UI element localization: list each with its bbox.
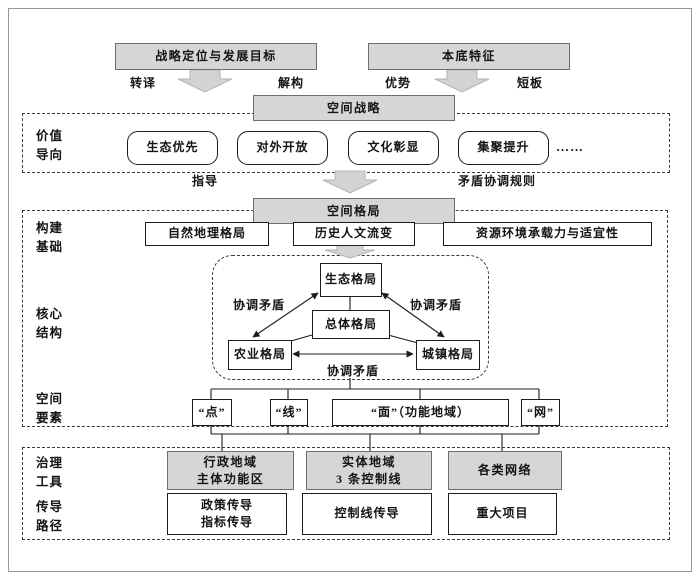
strategy-goal-box: 战略定位与发展目标 (115, 43, 317, 70)
basis-item-label: 自然地理格局 (167, 226, 246, 241)
urban-pattern-label: 城镇格局 (421, 347, 474, 362)
path-policy-label: 政策传导 指标传导 (200, 497, 253, 529)
coord-contradiction-left-label: 协调矛盾 (233, 298, 286, 312)
down-arrow-icon (177, 69, 233, 93)
path-box-policy: 政策传导 指标传导 (167, 493, 287, 535)
value-item-box: 文化彰显 (348, 131, 439, 165)
path-box-controlline: 控制线传导 (302, 493, 432, 535)
tool-networks-label: 各类网络 (477, 463, 532, 478)
outer-border (8, 8, 692, 572)
agri-pattern-box: 农业格局 (228, 340, 292, 370)
tool-entity-label: 实体地域 3 条控制线 (335, 454, 402, 486)
value-orientation-row-label: 价值 导向 (36, 129, 64, 163)
path-projects-label: 重大项目 (476, 506, 529, 521)
coord-contradiction-right-label: 协调矛盾 (410, 298, 463, 312)
spatial-pattern-label: 空间格局 (326, 203, 381, 218)
tools-row-label: 治理 工具 (36, 456, 64, 490)
baseline-feature-box: 本底特征 (368, 43, 570, 70)
path-controlline-label: 控制线传导 (334, 506, 400, 521)
urban-pattern-box: 城镇格局 (416, 340, 480, 370)
element-point-box: “点” (192, 399, 232, 426)
tool-admin-label: 行政地域 主体功能区 (196, 454, 265, 486)
paths-row-label: 传导 路径 (36, 500, 64, 534)
shortcoming-label: 短板 (517, 76, 544, 90)
eco-agri-arrow (252, 292, 319, 338)
spatial-strategy-box: 空间战略 (253, 95, 455, 121)
basis-item-box: 资源环境承载力与适宜性 (443, 222, 652, 246)
element-point-label: “点” (198, 404, 226, 419)
basis-item-box: 历史人文流变 (293, 222, 415, 246)
tool-box-networks: 各类网络 (448, 451, 562, 490)
spatial-pattern-box: 空间格局 (253, 198, 455, 224)
element-network-label: “网” (526, 404, 554, 419)
value-item-label: 对外开放 (256, 140, 309, 155)
tool-box-entity: 实体地域 3 条控制线 (306, 451, 432, 490)
baseline-feature-label: 本底特征 (441, 49, 496, 64)
value-item-label: 文化彰显 (367, 140, 420, 155)
overall-urban-link (387, 334, 419, 344)
advantage-label: 优势 (385, 76, 412, 90)
tool-box-admin: 行政地域 主体功能区 (167, 451, 294, 490)
eco-urban-arrow (381, 292, 445, 338)
coord-contradiction-bottom-label: 协调矛盾 (327, 364, 380, 378)
basis-row-label: 构建 基础 (36, 221, 64, 255)
eco-pattern-box: 生态格局 (320, 263, 382, 297)
element-line-box: “线” (270, 399, 308, 426)
elements-row-label: 空间 要素 (36, 392, 64, 426)
core-row-label: 核心 结构 (36, 307, 64, 341)
path-box-projects: 重大项目 (448, 493, 557, 535)
down-arrow-icon (322, 170, 378, 194)
translate-label: 转译 (130, 76, 157, 90)
strategy-goal-label: 战略定位与发展目标 (155, 49, 277, 64)
conflict-rule-label: 矛盾协调规则 (458, 174, 537, 188)
element-line-label: “线” (275, 404, 303, 419)
value-item-box: 对外开放 (237, 131, 328, 165)
overall-pattern-label: 总体格局 (324, 316, 377, 331)
element-plane-label: “面”（功能地域） (370, 404, 470, 419)
overall-pattern-box: 总体格局 (312, 310, 390, 339)
value-item-box: 生态优先 (127, 131, 218, 165)
guide-label: 指导 (192, 174, 219, 188)
basis-item-label: 资源环境承载力与适宜性 (475, 226, 619, 241)
tools-bus (210, 424, 540, 451)
ellipsis-label: …… (556, 139, 584, 154)
eco-pattern-label: 生态格局 (324, 272, 377, 287)
down-arrow-icon (434, 69, 490, 93)
value-item-label: 集聚提升 (477, 140, 530, 155)
spatial-strategy-label: 空间战略 (326, 100, 381, 115)
basis-item-label: 历史人文流变 (314, 226, 393, 241)
deconstruct-label: 解构 (278, 76, 305, 90)
element-plane-box: “面”（功能地域） (332, 399, 509, 426)
value-item-label: 生态优先 (146, 140, 199, 155)
agri-pattern-label: 农业格局 (233, 347, 286, 362)
value-item-box: 集聚提升 (458, 131, 549, 165)
governance-section-frame (22, 447, 670, 540)
element-network-box: “网” (521, 399, 560, 426)
elements-bus-top (210, 378, 540, 399)
basis-item-box: 自然地理格局 (145, 222, 269, 246)
